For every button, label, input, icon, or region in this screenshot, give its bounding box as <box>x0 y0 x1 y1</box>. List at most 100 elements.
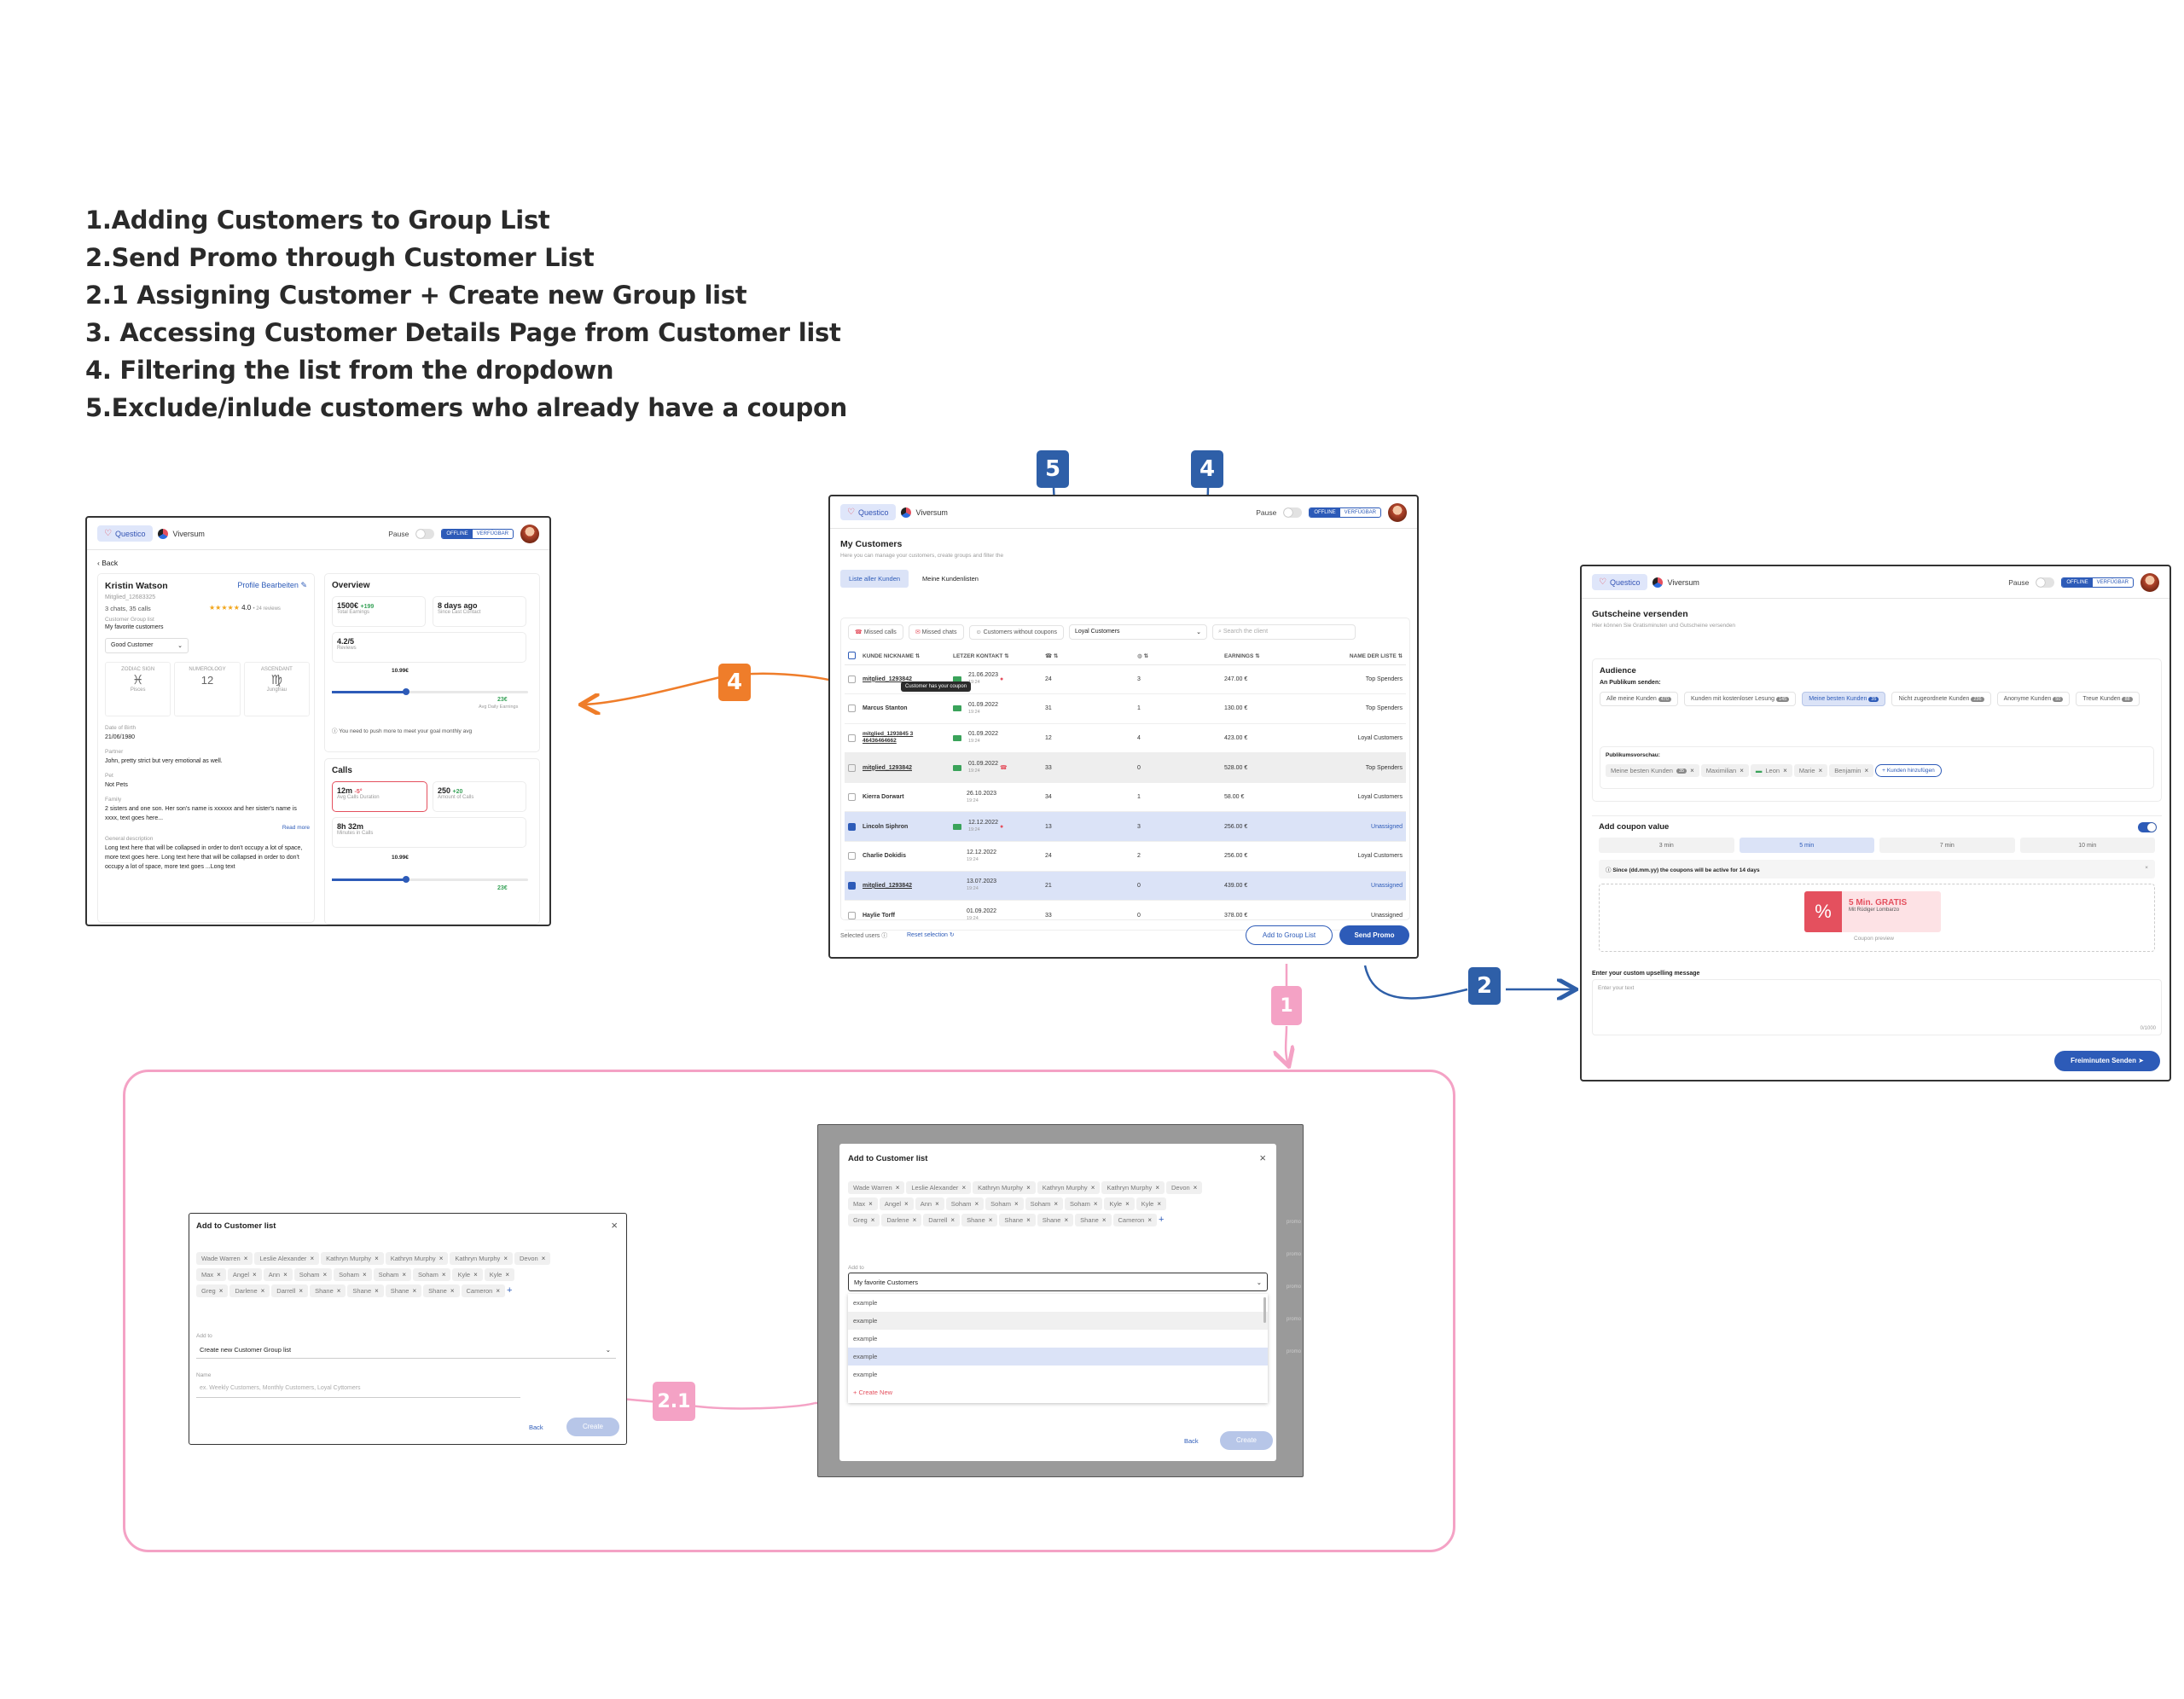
questico-logo[interactable]: ♡Questico <box>97 525 153 542</box>
row-checkbox[interactable] <box>848 734 856 742</box>
col-earnings[interactable]: EARNINGS ⇅ <box>1221 647 1316 665</box>
close-icon[interactable]: × <box>402 1271 407 1279</box>
create-new-option[interactable]: + Create New <box>853 1389 893 1396</box>
audience-chip[interactable]: Alle meine Kunden 470 <box>1600 692 1678 706</box>
row-checkbox[interactable] <box>848 793 856 802</box>
close-icon[interactable]: × <box>503 1255 508 1262</box>
add-icon[interactable]: + <box>1159 1215 1165 1225</box>
customer-chip[interactable]: Soham× <box>1025 1197 1064 1210</box>
select-all-checkbox[interactable] <box>848 652 856 660</box>
customer-chip[interactable]: Shane× <box>423 1284 460 1297</box>
add-icon[interactable]: + <box>507 1285 513 1296</box>
customer-chip[interactable]: Kathryn Murphy× <box>385 1252 449 1265</box>
customer-chip[interactable]: Greg× <box>848 1214 880 1226</box>
customer-chip[interactable]: Darlene× <box>881 1214 922 1226</box>
close-icon[interactable]: × <box>2145 865 2148 871</box>
customer-chip[interactable]: Cameron× <box>461 1284 506 1297</box>
customer-chip[interactable]: Shane× <box>1037 1214 1074 1226</box>
add-customers-button[interactable]: + Kunden hinzufügen <box>1875 764 1942 777</box>
close-icon[interactable]: × <box>260 1287 265 1295</box>
close-icon[interactable]: × <box>1157 1200 1162 1208</box>
customer-chip[interactable]: Darlene× <box>229 1284 270 1297</box>
pause-toggle[interactable] <box>415 528 435 539</box>
row-checkbox[interactable] <box>848 911 856 919</box>
close-icon[interactable]: × <box>375 1255 379 1262</box>
close-icon[interactable]: × <box>450 1287 455 1295</box>
add-to-dropdown[interactable]: My favorite Customers⌄ <box>848 1273 1268 1291</box>
close-icon[interactable]: × <box>496 1287 501 1295</box>
customer-chip[interactable]: Shane× <box>961 1214 998 1226</box>
customer-chip[interactable]: Soham× <box>413 1268 451 1281</box>
customer-chip[interactable]: Angel× <box>879 1197 914 1210</box>
close-icon[interactable]: × <box>1064 1216 1069 1224</box>
close-icon[interactable]: × <box>895 1184 900 1192</box>
row-checkbox[interactable] <box>848 881 856 890</box>
create-button[interactable]: Create <box>1220 1431 1273 1450</box>
close-icon[interactable]: × <box>1193 1184 1198 1192</box>
questico-logo[interactable]: ♡Questico <box>840 504 896 520</box>
close-icon[interactable]: × <box>912 1216 917 1224</box>
dropdown-option[interactable]: example <box>853 1371 878 1378</box>
close-icon[interactable]: × <box>611 1219 618 1232</box>
customer-type-select[interactable]: Good Customer⌄ <box>105 638 189 653</box>
close-icon[interactable]: × <box>441 1271 446 1279</box>
close-icon[interactable]: × <box>1147 1216 1153 1224</box>
close-icon[interactable]: × <box>217 1271 221 1279</box>
row-checkbox[interactable] <box>848 675 856 683</box>
customer-chip[interactable]: Angel× <box>227 1268 262 1281</box>
close-icon[interactable]: × <box>473 1271 478 1279</box>
search-input[interactable]: ⌕ Search the client <box>1212 624 1356 640</box>
tab-all-customers[interactable]: Liste aller Kunden <box>840 570 909 588</box>
preview-chip[interactable]: Meine besten Kunden 35 × <box>1606 764 1699 777</box>
read-more-link[interactable]: Read more <box>282 825 310 831</box>
row-checkbox[interactable] <box>848 822 856 831</box>
col-list[interactable]: NAME DER LISTE ⇅ <box>1316 647 1406 665</box>
close-icon[interactable]: × <box>950 1216 956 1224</box>
close-icon[interactable]: × <box>283 1271 288 1279</box>
customer-chip[interactable]: Devon× <box>1165 1181 1203 1194</box>
close-icon[interactable]: × <box>1026 1184 1031 1192</box>
back-button[interactable]: Back <box>1184 1437 1199 1445</box>
close-icon[interactable]: × <box>299 1287 304 1295</box>
coupon-option[interactable]: 5 min <box>1739 838 1874 853</box>
row-checkbox[interactable] <box>848 763 856 772</box>
filter-without-coupons[interactable]: ☺ Customers without coupons <box>968 624 1064 640</box>
close-icon[interactable]: × <box>868 1200 873 1208</box>
customer-chip[interactable]: Soham× <box>334 1268 372 1281</box>
close-icon[interactable]: × <box>322 1271 328 1279</box>
customer-chip[interactable]: Shane× <box>999 1214 1036 1226</box>
customer-chip[interactable]: Kathryn Murphy× <box>973 1181 1036 1194</box>
close-icon[interactable]: × <box>1054 1200 1059 1208</box>
coupon-option[interactable]: 7 min <box>1879 838 2015 853</box>
upselling-message-input[interactable]: Enter your text 0/1000 <box>1592 979 2162 1035</box>
create-button[interactable]: Create <box>566 1418 619 1436</box>
close-icon[interactable]: × <box>1259 1151 1266 1164</box>
audience-chip[interactable]: Meine besten Kunden 35 <box>1802 692 1886 706</box>
close-icon[interactable]: × <box>1093 1200 1098 1208</box>
customer-chip[interactable]: Leslie Alexander× <box>906 1181 972 1194</box>
dropdown-option[interactable]: example <box>853 1335 878 1342</box>
row-checkbox[interactable] <box>848 705 856 713</box>
customer-chip[interactable]: Devon× <box>514 1252 551 1265</box>
back-button[interactable]: Back <box>529 1424 543 1431</box>
customer-chip[interactable]: Wade Warren× <box>196 1252 253 1265</box>
col-calls[interactable]: ☎ ⇅ <box>1042 647 1134 665</box>
close-icon[interactable]: × <box>243 1255 248 1262</box>
customer-chip[interactable]: Ann× <box>915 1197 944 1210</box>
customer-chip[interactable]: Greg× <box>196 1284 229 1297</box>
send-free-minutes-button[interactable]: Freiminuten Senden ➤ <box>2054 1051 2160 1071</box>
col-nick[interactable]: KUNDE NICKNAME ⇅ <box>859 647 950 665</box>
audience-chip[interactable]: Anonyme Kunden 50 <box>1996 692 2071 706</box>
dropdown-option[interactable]: example <box>853 1299 878 1307</box>
coupon-toggle[interactable] <box>2138 822 2157 832</box>
close-icon[interactable]: × <box>1155 1184 1159 1192</box>
close-icon[interactable]: × <box>904 1200 909 1208</box>
